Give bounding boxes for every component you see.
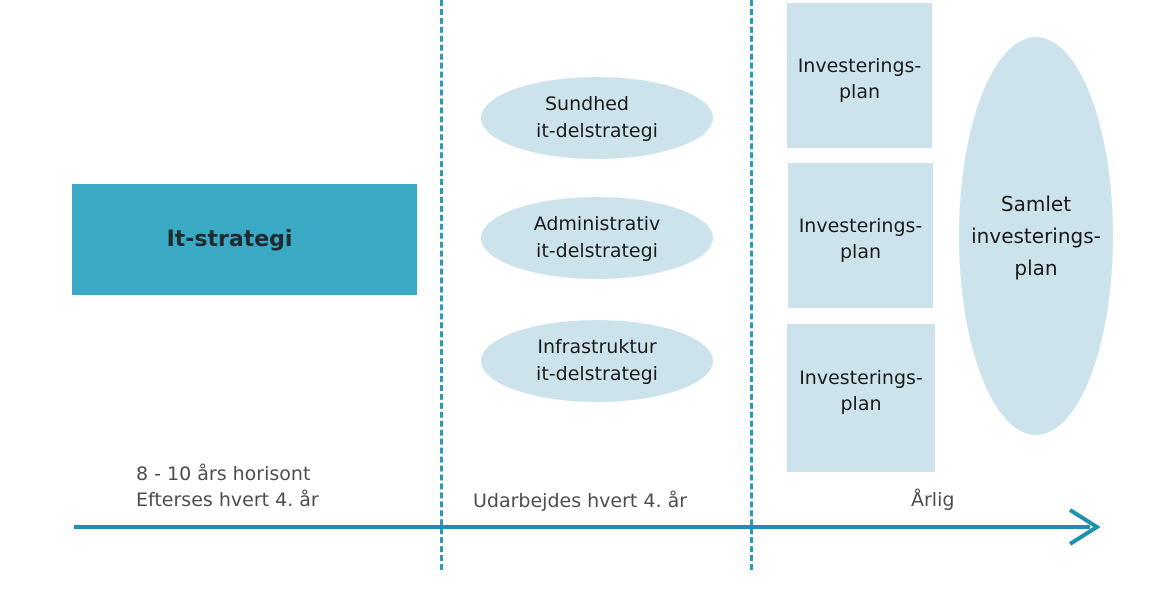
- investment-plan-box-3: Investerings- plan: [787, 324, 935, 472]
- investment-plan-line1: Investerings-: [798, 215, 923, 237]
- annual-text: Årlig: [911, 489, 955, 511]
- it-strategy-box: It-strategi: [72, 184, 417, 295]
- horizon-text: 8 - 10 års horisont: [136, 463, 311, 485]
- separator-left-dashed-line: [440, 0, 443, 570]
- investment-plan-line2: plan: [838, 81, 881, 103]
- timeline-caption-prepared: Udarbejdes hvert 4. år: [473, 488, 687, 514]
- investment-plan-line2: plan: [840, 393, 882, 415]
- prepared-frequency-text: Udarbejdes hvert 4. år: [473, 490, 688, 512]
- sub-strategy-name: Administrativ: [533, 213, 661, 235]
- investment-plan-line1: Investerings-: [799, 367, 923, 389]
- review-frequency-text: Efterses hvert 4. år: [136, 489, 319, 511]
- sub-strategy-type: it-delstrategi: [536, 120, 658, 142]
- investment-plan-line2: plan: [839, 241, 882, 263]
- separator-right-dashed-line: [750, 0, 753, 570]
- timeline-caption-horizon: 8 - 10 års horisont Efterses hvert 4. år: [136, 461, 319, 513]
- timeline-arrow-head-icon: [1068, 508, 1100, 546]
- sub-strategy-sundhed: Sundhed it-delstrategi: [481, 77, 713, 159]
- sub-strategy-name: Sundhed: [545, 93, 629, 115]
- combined-plan-line2: investerings-: [971, 224, 1101, 248]
- it-strategy-label: It-strategi: [166, 227, 293, 252]
- sub-strategy-name: Infrastruktur: [537, 336, 657, 358]
- timeline-arrow-shaft: [74, 525, 1090, 529]
- timeline-caption-annual: Årlig: [911, 487, 954, 513]
- sub-strategy-type: it-delstrategi: [536, 363, 658, 385]
- combined-plan-line3: plan: [1014, 256, 1058, 280]
- combined-plan-line1: Samlet: [1000, 192, 1072, 216]
- sub-strategy-infrastruktur: Infrastruktur it-delstrategi: [481, 320, 713, 402]
- investment-plan-line1: Investerings-: [797, 55, 922, 77]
- investment-plan-box-2: Investerings- plan: [788, 163, 933, 308]
- investment-plan-box-1: Investerings- plan: [787, 3, 932, 148]
- combined-investment-plan-ellipse: Samlet investerings- plan: [959, 37, 1113, 435]
- sub-strategy-type: it-delstrategi: [536, 240, 658, 262]
- sub-strategy-administrativ: Administrativ it-delstrategi: [481, 197, 713, 279]
